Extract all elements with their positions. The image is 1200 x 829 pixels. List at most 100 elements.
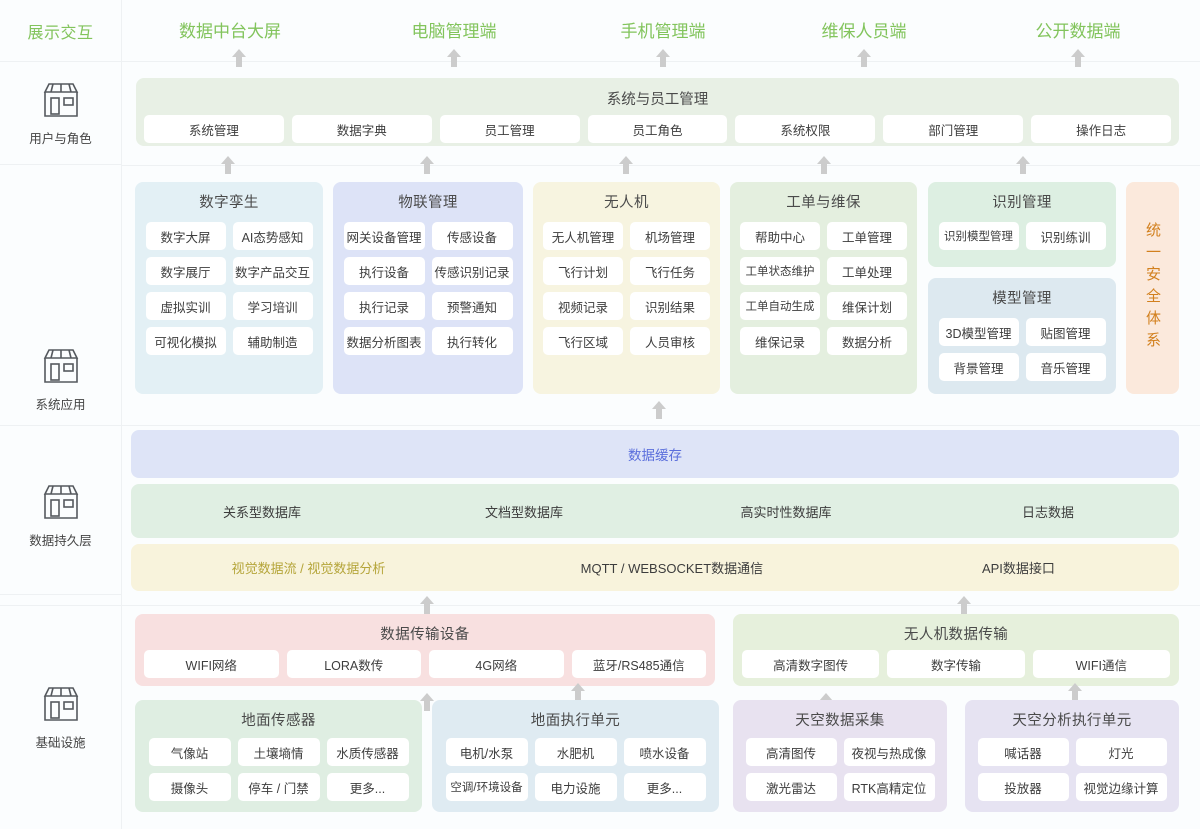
module-chip[interactable]: 摄像头 <box>148 773 231 801</box>
communication-item: API数据接口 <box>981 561 1055 576</box>
module-chip[interactable]: 投放器 <box>977 773 1069 801</box>
module-chip[interactable]: LORA数传 <box>286 650 421 678</box>
arrow-up-icon <box>1067 682 1083 704</box>
module-chip[interactable]: 操作日志 <box>1031 115 1172 143</box>
module-chip[interactable]: 电机/水泵 <box>445 738 528 766</box>
module-chip[interactable]: 工单处理 <box>827 257 907 285</box>
module-chip[interactable]: 高清图传 <box>745 738 837 766</box>
module-chip[interactable]: 机场管理 <box>630 222 710 250</box>
module-chip[interactable]: 网关设备管理 <box>343 222 425 250</box>
module-chip[interactable]: 工单自动生成 <box>740 292 820 320</box>
module-chip[interactable]: 水质传感器 <box>326 738 409 766</box>
module-chip[interactable]: 执行记录 <box>343 292 425 320</box>
module-chip[interactable]: 夜视与热成像 <box>843 738 935 766</box>
rail-row-label: 用户与角色 <box>29 131 92 146</box>
module-chip[interactable]: 飞行任务 <box>630 257 710 285</box>
endpoint-label[interactable]: 电脑管理端 <box>411 22 497 41</box>
group-title: 地面传感器 <box>241 713 316 729</box>
module-chip[interactable]: 喊话器 <box>977 738 1069 766</box>
module-chip[interactable]: 数据分析 <box>827 327 907 355</box>
module-chip[interactable]: 执行设备 <box>343 257 425 285</box>
module-chip[interactable]: 飞行区域 <box>543 327 623 355</box>
module-chip[interactable]: 3D模型管理 <box>938 318 1019 346</box>
module-chip[interactable]: 传感设备 <box>431 222 513 250</box>
module-chip[interactable]: 4G网络 <box>429 650 564 678</box>
module-chip[interactable]: 传感识别记录 <box>431 257 513 285</box>
module-chip[interactable]: 更多... <box>623 773 706 801</box>
module-chip[interactable]: 灯光 <box>1075 738 1167 766</box>
rail-row-persistence[interactable]: 数据持久层 <box>0 425 121 605</box>
module-chip[interactable]: 识别结果 <box>630 292 710 320</box>
arrow-up-icon <box>446 48 462 70</box>
module-chip[interactable]: 部门管理 <box>883 115 1024 143</box>
shop-icon <box>39 80 83 120</box>
endpoint-label[interactable]: 手机管理端 <box>620 22 706 41</box>
module-chip[interactable]: 辅助制造 <box>232 327 313 355</box>
module-chip[interactable]: 执行转化 <box>431 327 513 355</box>
module-chip[interactable]: 视频记录 <box>543 292 623 320</box>
module-chip[interactable]: 高清数字图传 <box>742 650 880 678</box>
module-chip[interactable]: 帮助中心 <box>740 222 820 250</box>
endpoint-label[interactable]: 公开数据端 <box>1035 22 1121 41</box>
band-title: 系统与员工管理 <box>606 92 709 108</box>
arrow-up-icon <box>419 595 435 617</box>
arrow-up-icon <box>956 595 972 617</box>
module-chip[interactable]: 工单状态维护 <box>740 257 820 285</box>
system-staff-management-band: 系统与员工管理 系统管理 数据字典 员工管理 员工角色 系统权限 部门管理 操作… <box>136 78 1179 146</box>
module-chip[interactable]: 虚拟实训 <box>145 292 226 320</box>
module-chip[interactable]: 飞行计划 <box>543 257 623 285</box>
rail-header: 展示交互 <box>0 0 121 62</box>
module-chip[interactable]: 系统管理 <box>144 115 284 143</box>
module-chip[interactable]: RTK高精定位 <box>843 773 935 801</box>
rail-row-applications[interactable]: 系统应用 <box>0 165 121 595</box>
module-chip[interactable]: 贴图管理 <box>1025 318 1106 346</box>
module-chip[interactable]: AI态势感知 <box>232 222 313 250</box>
module-chip[interactable]: 土壤墒情 <box>237 738 320 766</box>
module-chip[interactable]: WIFI通信 <box>1032 650 1170 678</box>
module-chip[interactable]: 员工管理 <box>439 115 580 143</box>
module-chip[interactable]: 无人机管理 <box>543 222 623 250</box>
module-chip[interactable]: 激光雷达 <box>745 773 837 801</box>
module-chip[interactable]: 数字产品交互 <box>232 257 313 285</box>
module-chip[interactable]: 空调/环境设备 <box>445 773 528 801</box>
arrow-up-icon <box>220 155 236 177</box>
module-chip[interactable]: 人员审核 <box>630 327 710 355</box>
module-chip[interactable]: 更多... <box>326 773 409 801</box>
app-group-drone: 无人机 无人机管理 机场管理 飞行计划 飞行任务 视频记录 识别结果 飞行区域 … <box>533 182 720 394</box>
module-chip[interactable]: 视觉边缘计算 <box>1075 773 1167 801</box>
database-item: 日志数据 <box>1021 504 1074 520</box>
app-group-digital-twin: 数字孪生 数字大屏 AI态势感知 数字展厅 数字产品交互 虚拟实训 学习培训 可… <box>135 182 323 394</box>
module-chip[interactable]: 维保计划 <box>827 292 907 320</box>
module-chip[interactable]: 蓝牙/RS485通信 <box>571 650 706 678</box>
module-chip[interactable]: WIFI网络 <box>144 650 279 678</box>
module-chip[interactable]: 数字展厅 <box>145 257 226 285</box>
endpoint-label[interactable]: 数据中台大屏 <box>179 22 281 41</box>
rail-row-users[interactable]: 用户与角色 <box>0 62 121 165</box>
module-chip[interactable]: 识别练训 <box>1025 222 1106 250</box>
module-chip[interactable]: 水肥机 <box>534 738 617 766</box>
rail-row-infrastructure[interactable]: 基础设施 <box>0 605 121 829</box>
module-chip[interactable]: 停车 / 门禁 <box>237 773 320 801</box>
module-chip[interactable]: 学习培训 <box>232 292 313 320</box>
module-chip[interactable]: 数据分析图表 <box>343 327 425 355</box>
module-chip[interactable]: 电力设施 <box>534 773 617 801</box>
device-group-ground-sensors: 地面传感器 气像站 土壤墒情 水质传感器 摄像头 停车 / 门禁 更多... <box>135 700 422 812</box>
module-chip[interactable]: 系统权限 <box>735 115 876 143</box>
module-chip[interactable]: 气像站 <box>148 738 231 766</box>
module-chip[interactable]: 员工角色 <box>587 115 728 143</box>
module-chip[interactable]: 数字传输 <box>887 650 1025 678</box>
module-chip[interactable]: 音乐管理 <box>1025 353 1106 381</box>
module-chip[interactable]: 数字大屏 <box>145 222 226 250</box>
module-chip[interactable]: 预警通知 <box>431 292 513 320</box>
module-chip[interactable]: 工单管理 <box>827 222 907 250</box>
module-chip[interactable]: 识别模型管理 <box>938 222 1019 250</box>
module-chip[interactable]: 数据字典 <box>291 115 432 143</box>
arrow-up-icon <box>419 692 435 714</box>
group-title: 无人机 <box>604 195 649 211</box>
module-chip[interactable]: 背景管理 <box>938 353 1019 381</box>
module-chip[interactable]: 维保记录 <box>740 327 820 355</box>
endpoint-label[interactable]: 维保人员端 <box>821 22 907 41</box>
group-title: 天空分析执行单元 <box>1012 713 1132 729</box>
module-chip[interactable]: 可视化模拟 <box>145 327 226 355</box>
module-chip[interactable]: 喷水设备 <box>623 738 706 766</box>
